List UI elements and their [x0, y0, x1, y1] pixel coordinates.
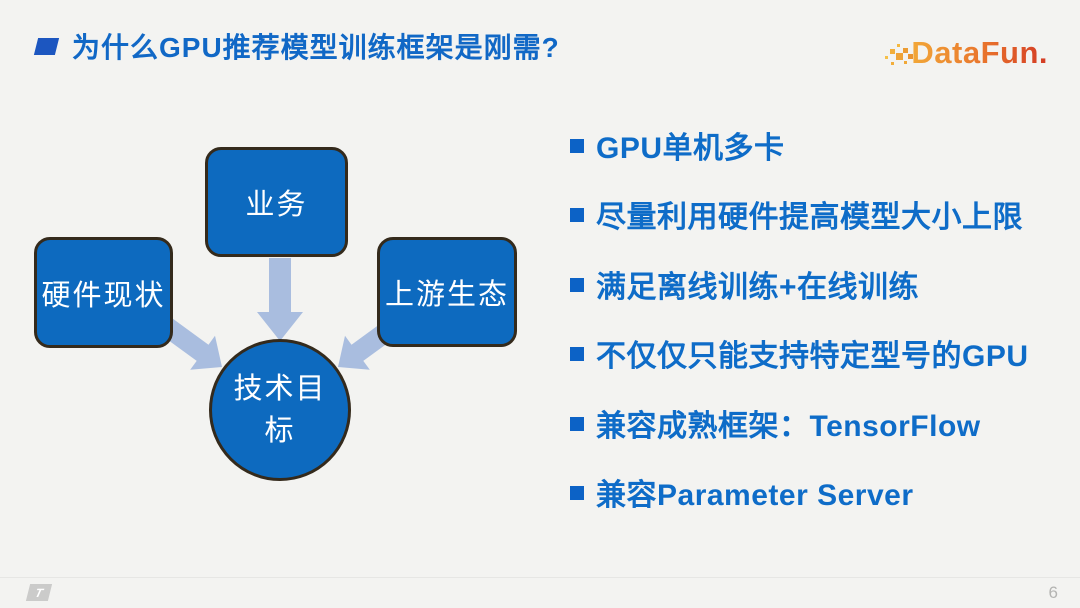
diagram-node-technical-goal: 技术目标 [209, 339, 351, 481]
node-label: 硬件现状 [41, 279, 166, 312]
logo-pixels-icon [883, 40, 913, 72]
diagram-node-business: 业务 [205, 147, 348, 257]
list-item: 兼容成熟框架：TensorFlow [570, 388, 1070, 458]
list-item: GPU单机多卡 [570, 110, 1070, 180]
diagram-node-upstream-ecosystem: 上游生态 [377, 237, 517, 347]
bullet-text: GPU单机多卡 [596, 131, 785, 165]
title-bullet-icon [33, 37, 60, 55]
bullet-text: 兼容Parameter Server [596, 479, 914, 513]
footer-divider [0, 577, 1080, 578]
bullet-text: 兼容成熟框架：TensorFlow [596, 409, 981, 443]
bullet-square-icon [570, 208, 584, 223]
list-item: 尽量利用硬件提高模型大小上限 [570, 180, 1070, 250]
bullet-list: GPU单机多卡 尽量利用硬件提高模型大小上限 满足离线训练+在线训练 不仅仅只能… [570, 110, 1070, 527]
arrow-top-to-center [257, 258, 303, 341]
page-title: 为什么GPU推荐模型训练框架是刚需? [72, 32, 560, 63]
bullet-square-icon [570, 347, 584, 362]
bullet-square-icon [570, 277, 584, 292]
watermark-logo-icon: T [25, 584, 53, 601]
bullet-text: 尽量利用硬件提高模型大小上限 [596, 201, 1023, 235]
list-item: 兼容Parameter Server [570, 458, 1070, 528]
bullet-square-icon [570, 138, 584, 153]
node-label: 业务 [245, 189, 308, 221]
page-number: 6 [1048, 583, 1058, 602]
bullet-text: 不仅仅只能支持特定型号的GPU [596, 340, 1029, 374]
node-label: 技术目标 [233, 372, 327, 447]
node-label: 上游生态 [384, 279, 509, 311]
logo-text: DataFun. [911, 35, 1048, 70]
slide-header: 为什么GPU推荐模型训练框架是刚需? [33, 26, 560, 66]
bullet-square-icon [570, 416, 584, 431]
bullet-square-icon [570, 486, 584, 501]
watermark-glyph: T [33, 585, 45, 600]
list-item: 不仅仅只能支持特定型号的GPU [570, 319, 1070, 389]
bullet-text: 满足离线训练+在线训练 [596, 270, 920, 304]
datafun-logo: DataFun. [883, 34, 1048, 72]
list-item: 满足离线训练+在线训练 [570, 249, 1070, 319]
diagram-node-hardware-status: 硬件现状 [34, 237, 173, 348]
